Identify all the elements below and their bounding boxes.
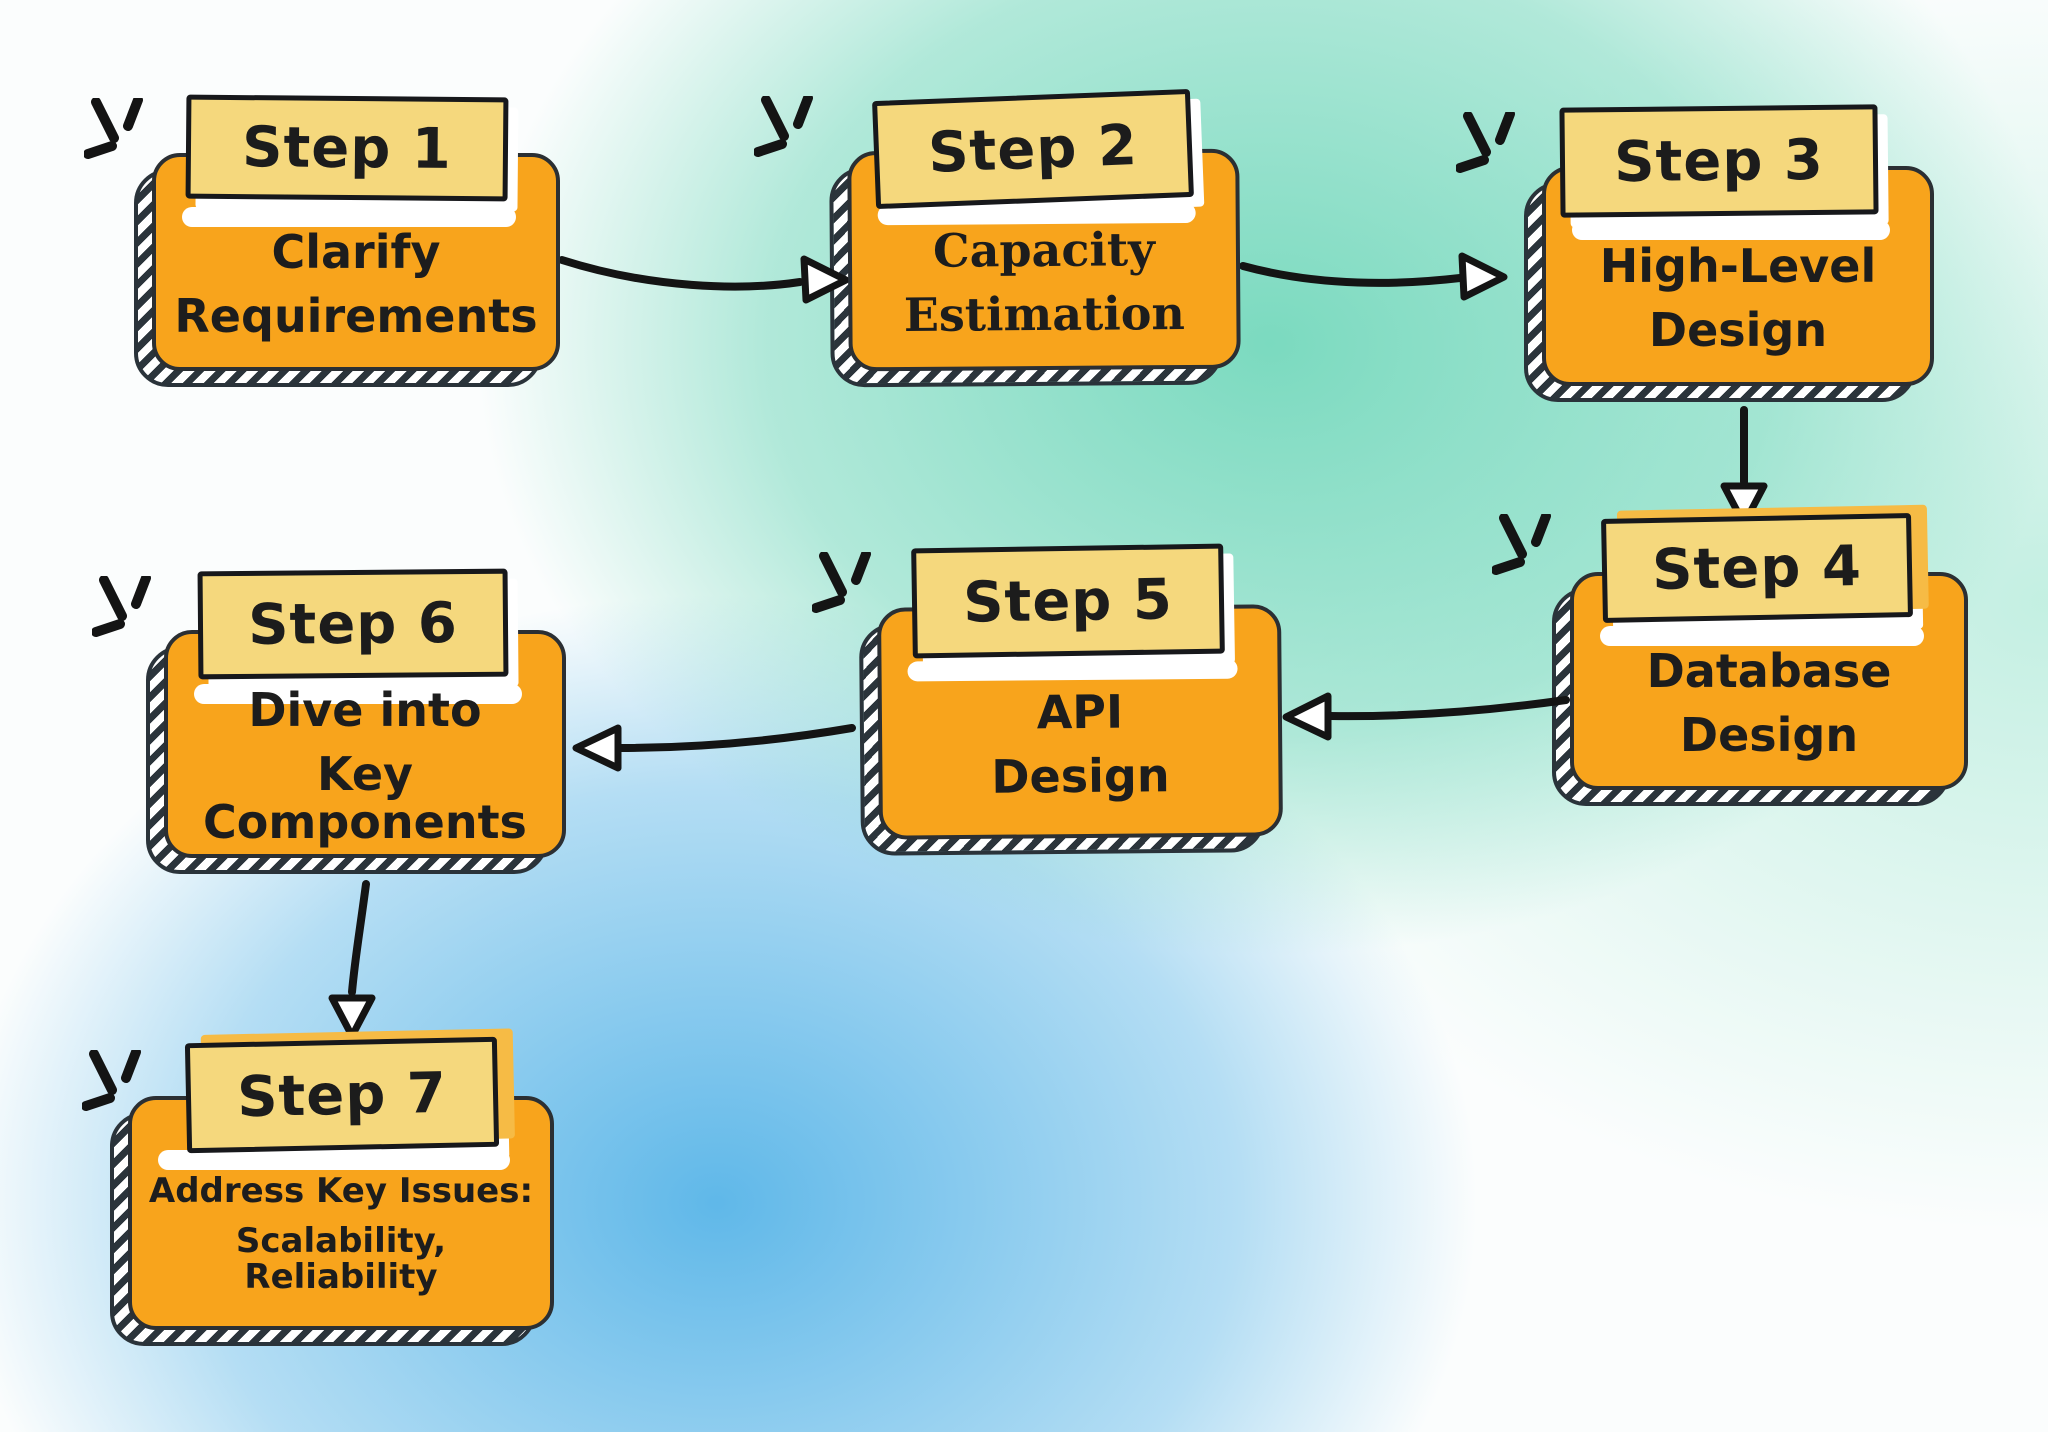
sparkle-icon (82, 1050, 141, 1111)
step5-text: API Design (890, 668, 1271, 819)
step2-label: Step 2 (872, 88, 1194, 210)
step1-line1: Clarify (271, 224, 441, 279)
step1-line2: Requirements (174, 289, 538, 343)
arrow-step1-step2 (558, 255, 850, 304)
step4-white-strip (1600, 626, 1924, 646)
step1-white-strip (182, 207, 516, 227)
step7-white-strip (158, 1150, 510, 1170)
step3-line2: Design (1648, 303, 1828, 357)
step7-line1: Address Key Issues: (148, 1171, 534, 1212)
sparkle-icon (92, 576, 151, 637)
step6-text: Dive into Key Components (176, 685, 554, 846)
step6-label: Step 6 (197, 568, 509, 680)
step3-label: Step 3 (1559, 104, 1879, 218)
sparkle-icon (1456, 112, 1515, 173)
step4-text: Database Design (1582, 636, 1956, 770)
step5-label: Step 5 (911, 543, 1225, 659)
step2-line1: Capacity (932, 221, 1156, 278)
step6-line2: Key Components (203, 746, 527, 850)
step6-white-strip (194, 684, 522, 704)
step2-text: Capacity Estimation (860, 213, 1229, 352)
arrow-step2-step3 (1239, 252, 1508, 301)
step7-label: Step 7 (184, 1036, 500, 1154)
step4-line1: Database (1646, 643, 1892, 698)
step3-line1: High-Level (1599, 238, 1877, 293)
step7-line2: Scalability, Reliability (235, 1221, 447, 1297)
step1-label: Step 1 (185, 94, 509, 202)
sparkle-icon (812, 552, 871, 613)
arrow-step6-step7 (328, 880, 376, 1040)
sparkle-icon (1492, 514, 1551, 575)
step6-line1: Dive into (248, 682, 482, 737)
step5-line2: Design (991, 748, 1170, 804)
step4-label: Step 4 (1601, 513, 1913, 623)
sparkle-icon (84, 98, 143, 159)
step7-text: Address Key Issues: Scalability, Reliabi… (140, 1160, 542, 1310)
arrow-step3-step4 (1720, 406, 1768, 528)
step1-text: Clarify Requirements (164, 217, 548, 351)
step3-white-strip (1572, 220, 1890, 240)
step4-line2: Design (1679, 708, 1859, 762)
sparkle-icon (754, 96, 813, 157)
step5-line1: API (1036, 684, 1124, 740)
step3-text: High-Level Design (1554, 230, 1922, 366)
step2-line2: Estimation (903, 286, 1186, 342)
arrow-step5-step6 (572, 724, 856, 772)
arrow-step4-step5 (1282, 692, 1570, 741)
